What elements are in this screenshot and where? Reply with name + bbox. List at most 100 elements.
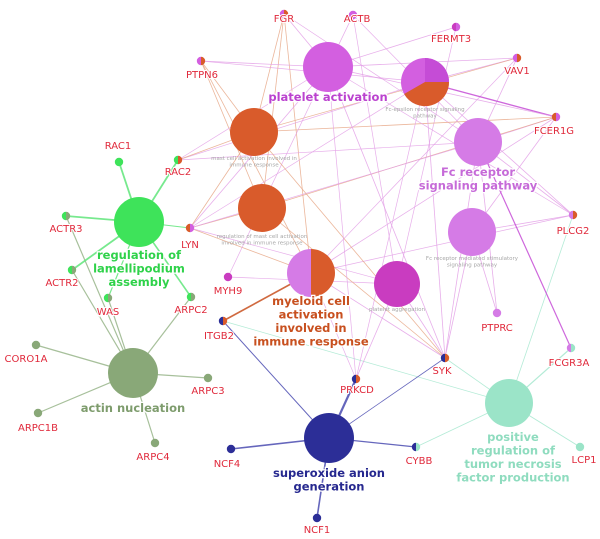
term-node-plateletagg[interactable] xyxy=(374,261,420,307)
gene-label-myh9: MYH9 xyxy=(214,286,243,297)
gene-label-fgr: FGR xyxy=(274,14,295,25)
edge-actb-plateletagg xyxy=(352,14,398,285)
gene-node-lcp1[interactable] xyxy=(575,442,585,452)
gene-node-fcgr3a[interactable] xyxy=(566,343,576,353)
edge-fgr-regmast xyxy=(261,13,285,209)
gene-node-actb[interactable] xyxy=(348,10,358,20)
gene-label-ncf4: NCF4 xyxy=(214,459,241,470)
edge-ptpn6-myeloid xyxy=(200,60,312,274)
term-label-myeloid-line-0: myeloid cell xyxy=(272,294,350,308)
term-node-lamelli[interactable] xyxy=(114,197,164,247)
gene-node-lyn[interactable] xyxy=(185,223,195,233)
gene-label-vav1: VAV1 xyxy=(504,66,530,77)
gene-label-cybb: CYBB xyxy=(406,456,433,467)
gene-node-coro1a[interactable] xyxy=(31,340,41,350)
gene-node-arpc4[interactable] xyxy=(150,438,160,448)
gene-label-rac2: RAC2 xyxy=(165,167,192,178)
gene-label-arpc4: ARPC4 xyxy=(136,452,169,463)
gene-node-ptpn6[interactable] xyxy=(196,56,206,66)
gene-label-fcer1g: FCER1G xyxy=(534,126,574,137)
gene-node-plcg2[interactable] xyxy=(568,210,578,220)
term-node-fcphago[interactable] xyxy=(448,208,496,256)
gene-node-arpc1b[interactable] xyxy=(33,408,43,418)
term-node-myeloid[interactable] xyxy=(287,249,335,297)
term-label-fcphago-line-0: Fc receptor mediated stimulatory xyxy=(426,256,519,262)
term-label-fcpath-line-1: signaling pathway xyxy=(419,179,538,193)
gene-node-prkcd[interactable] xyxy=(351,374,361,384)
gene-label-arpc1b: ARPC1B xyxy=(18,423,58,434)
term-label-myeloid-line-2: involved in xyxy=(275,321,346,335)
edge-itgb2-tnf xyxy=(222,320,510,404)
gene-label-actr2: ACTR2 xyxy=(45,278,78,289)
gene-node-itgb2[interactable] xyxy=(218,316,228,326)
edge-prkcd-platelet xyxy=(327,66,357,380)
term-node-regmast[interactable] xyxy=(238,184,286,232)
gene-node-fermt3[interactable] xyxy=(451,22,461,32)
term-label-lamelli-line-0: regulation of xyxy=(97,248,182,262)
gene-node-ncf4[interactable] xyxy=(226,444,236,454)
term-label-platelet-line-0: platelet activation xyxy=(268,90,387,104)
term-node-tnf[interactable] xyxy=(485,379,533,427)
term-label-regmast-line-0: regulation of mast cell activation xyxy=(217,234,308,240)
gene-label-plcg2: PLCG2 xyxy=(557,226,590,237)
term-label-tnf-line-1: regulation of xyxy=(471,444,556,458)
gene-node-rac1[interactable] xyxy=(114,157,124,167)
term-label-superoxide-line-1: generation xyxy=(294,480,365,494)
term-node-actin[interactable] xyxy=(108,348,158,398)
gene-node-arpc3[interactable] xyxy=(203,373,213,383)
term-node-superoxide[interactable] xyxy=(304,413,354,463)
edge-vav1-mastcell xyxy=(253,57,518,133)
term-label-mastcell-line-0: mast cell activation involved in xyxy=(211,156,297,162)
gene-label-syk: SYK xyxy=(432,366,451,377)
gene-node-arpc2[interactable] xyxy=(186,292,196,302)
gene-label-ncf1: NCF1 xyxy=(304,525,331,536)
term-label-plateletagg-line-0: platelet aggregation xyxy=(369,307,426,313)
edge-syk-mastcell xyxy=(253,131,446,359)
edge-syk-platelet xyxy=(327,66,446,359)
term-label-tnf-line-0: positive xyxy=(487,430,539,444)
edge-fcgr3a-fcpath xyxy=(477,141,572,349)
edge-fgr-myeloid xyxy=(283,13,312,274)
term-node-mastcell[interactable] xyxy=(230,108,278,156)
gene-node-fcer1g[interactable] xyxy=(551,112,561,122)
gene-node-fgr[interactable] xyxy=(279,9,289,19)
edge-rac2-fcpath xyxy=(177,141,479,161)
gene-node-syk[interactable] xyxy=(440,353,450,363)
edge-rac2-fcsmall xyxy=(177,81,426,161)
term-node-fcsmall[interactable] xyxy=(401,58,450,107)
gene-nodes-layer xyxy=(31,9,585,523)
gene-label-itgb2: ITGB2 xyxy=(204,331,234,342)
gene-label-arpc2: ARPC2 xyxy=(174,305,207,316)
term-label-tnf-line-2: tumor necrosis xyxy=(464,457,561,471)
gene-node-rac2[interactable] xyxy=(173,155,183,165)
term-node-fcpath[interactable] xyxy=(454,118,502,166)
gene-node-ptprc[interactable] xyxy=(492,308,502,318)
gene-node-myh9[interactable] xyxy=(223,272,233,282)
edge-myh9-platelet xyxy=(227,66,329,278)
gene-label-prkcd: PRKCD xyxy=(340,385,374,396)
gene-node-cybb[interactable] xyxy=(411,442,421,452)
gene-node-vav1[interactable] xyxy=(512,53,522,63)
edge-fermt3-plateletagg xyxy=(396,26,457,285)
gene-node-ncf1[interactable] xyxy=(312,513,322,523)
edge-syk-regmast xyxy=(261,207,446,359)
gene-label-ptpn6: PTPN6 xyxy=(186,70,218,81)
edge-actr3-actin xyxy=(65,215,134,374)
term-node-platelet[interactable] xyxy=(303,42,353,92)
gene-node-actr2[interactable] xyxy=(67,265,77,275)
term-label-lamelli-line-2: assembly xyxy=(109,275,170,289)
term-label-tnf-line-3: factor production xyxy=(456,471,569,485)
gene-label-fcgr3a: FCGR3A xyxy=(549,358,590,369)
term-label-fcsmall-line-0: Fc-epsilon receptor signaling xyxy=(385,107,464,113)
gene-node-was[interactable] xyxy=(103,293,113,303)
edge-vav1-myeloid xyxy=(310,57,518,274)
term-label-regmast-line-1: involved in immune response xyxy=(221,241,303,247)
gene-node-actr3[interactable] xyxy=(61,211,71,221)
edge-syk-fcsmall xyxy=(424,81,446,359)
term-label-lamelli-line-1: lamellipodium xyxy=(93,262,185,276)
edge-plcg2-platelet xyxy=(327,66,574,216)
edge-lyn-plateletagg xyxy=(189,227,398,285)
gene-label-rac1: RAC1 xyxy=(105,141,132,152)
